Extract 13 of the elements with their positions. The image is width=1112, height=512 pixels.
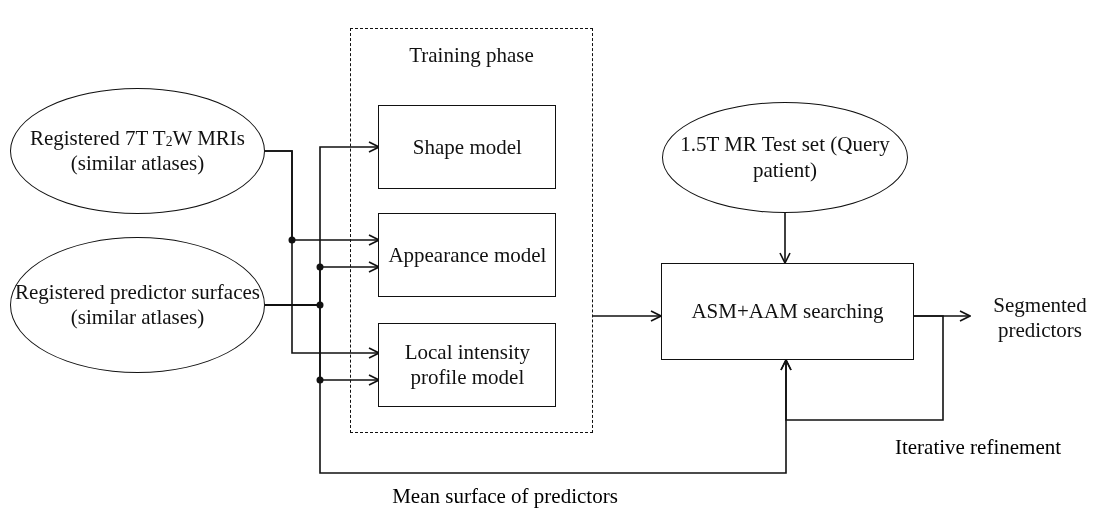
output-label: Segmented predictors bbox=[970, 290, 1110, 346]
phase-frame bbox=[350, 28, 593, 433]
arrow bbox=[780, 315, 944, 421]
arrow bbox=[264, 150, 380, 359]
arrow bbox=[779, 212, 791, 264]
input-ellipse: Registered predictor surfaces (similar atlases) bbox=[10, 237, 265, 373]
process-box: Local intensity profile model bbox=[378, 323, 557, 408]
phase-title: Training phase bbox=[408, 43, 535, 69]
process-box: Appearance model bbox=[378, 213, 557, 298]
arrow bbox=[592, 310, 662, 322]
process-box: ASM+AAM searching bbox=[661, 263, 914, 360]
process-box: Shape model bbox=[378, 105, 557, 190]
input-ellipse: 1.5T MR Test set (Query patient) bbox=[662, 102, 908, 213]
